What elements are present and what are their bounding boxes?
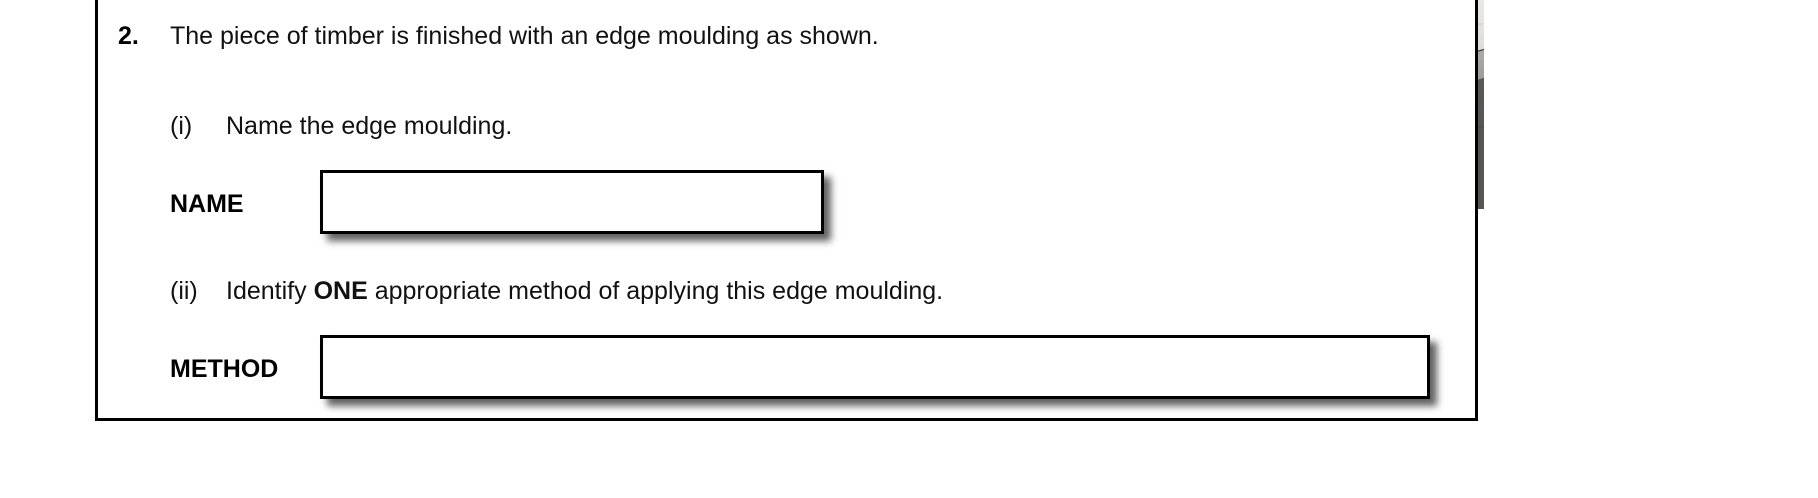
question-number: 2. — [118, 22, 139, 50]
method-answer-box[interactable] — [320, 335, 1430, 399]
name-answer-box[interactable] — [320, 170, 824, 234]
name-field-label: NAME — [170, 190, 244, 218]
part-ii-emphasis: ONE — [313, 277, 368, 305]
part-ii-marker: (ii) — [170, 277, 198, 305]
question-part-i: (i) Name the edge moulding. — [170, 112, 512, 141]
part-i-marker: (i) — [170, 112, 193, 140]
part-ii-text-after: appropriate method of applying this edge… — [367, 277, 944, 305]
method-field-label: METHOD — [170, 355, 279, 383]
question-part-ii: (ii) Identify ONE appropriate method of a… — [170, 277, 943, 306]
part-i-text: Name the edge moulding. — [226, 112, 513, 140]
part-ii-text-before: Identify — [226, 277, 314, 305]
question-stem: The piece of timber is finished with an … — [170, 22, 879, 50]
